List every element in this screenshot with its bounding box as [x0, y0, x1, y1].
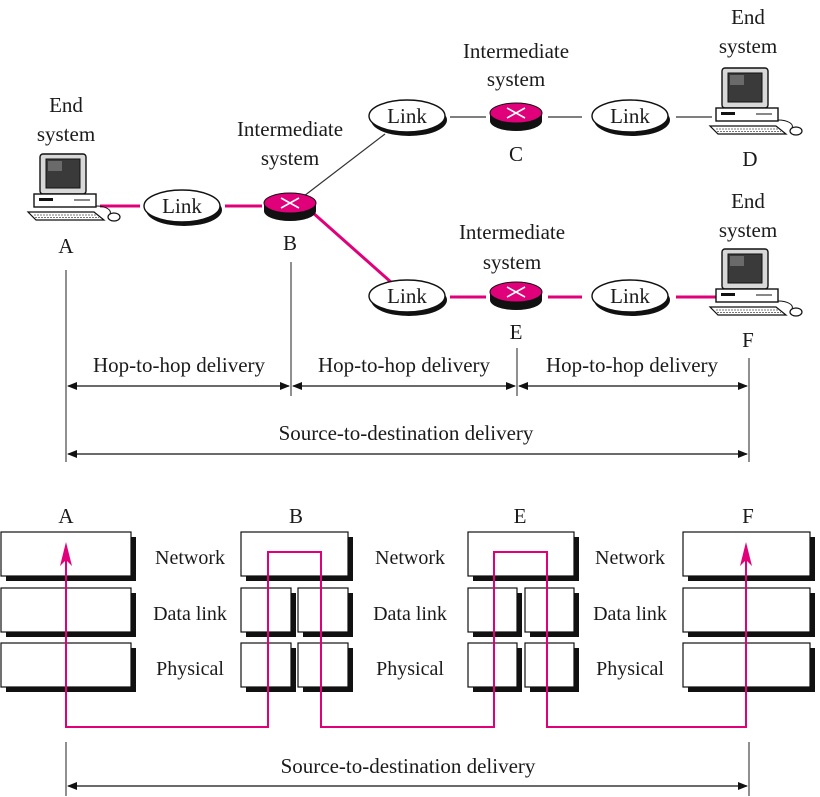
layer-label-network: Network	[155, 547, 225, 569]
layer-node-e: E	[514, 504, 527, 528]
end-system-label: system	[37, 122, 95, 146]
layer-label-data-link: Data link	[373, 603, 447, 625]
router-icon	[263, 192, 317, 222]
layer-node-b: B	[289, 504, 303, 528]
intermediate-system-label: system	[487, 67, 545, 91]
layer-label-network: Network	[595, 547, 665, 569]
path-arrow-up-f	[740, 542, 752, 566]
layer-node-a: A	[58, 504, 74, 528]
link-label: Link	[610, 104, 650, 128]
data-path	[65, 551, 747, 728]
layer-label-physical: Physical	[156, 658, 224, 680]
node-label-d: D	[742, 147, 757, 171]
link-line-b-e	[311, 210, 393, 285]
end-system-label: End	[731, 189, 765, 213]
link-label: Link	[162, 194, 202, 218]
layer-label-data-link: Data link	[153, 603, 227, 625]
router-icon	[489, 281, 543, 311]
intermediate-system-label: Intermediate	[463, 39, 569, 63]
link-label: Link	[387, 104, 427, 128]
hop-label-1: Hop-to-hop delivery	[93, 353, 266, 377]
node-label-c: C	[509, 142, 523, 166]
link-label: Link	[610, 284, 650, 308]
layer-label-data-link: Data link	[593, 603, 667, 625]
source-to-destination-label: Source-to-destination delivery	[281, 754, 536, 778]
node-label-a: A	[58, 234, 74, 258]
stack-b	[240, 531, 353, 692]
router-icon	[489, 102, 543, 132]
node-label-f: F	[742, 328, 754, 352]
node-label-b: B	[283, 231, 297, 255]
intermediate-system-label: system	[483, 250, 541, 274]
intermediate-system-label: system	[261, 146, 319, 170]
computer-icon	[709, 67, 803, 136]
layer-label-physical: Physical	[376, 658, 444, 680]
end-system-label: End	[49, 93, 83, 117]
intermediate-system-label: Intermediate	[237, 117, 343, 141]
hop-label-3: Hop-to-hop delivery	[546, 353, 719, 377]
link-line-b-c	[303, 133, 386, 197]
layer-label-network: Network	[375, 547, 445, 569]
layer-label-physical: Physical	[596, 658, 664, 680]
layer-node-f: F	[742, 504, 754, 528]
stack-e	[467, 531, 579, 692]
end-system-label: End	[731, 5, 765, 29]
hop-label-2: Hop-to-hop delivery	[318, 353, 491, 377]
intermediate-system-label: Intermediate	[459, 220, 565, 244]
end-system-label: system	[719, 218, 777, 242]
path-arrow-up-a	[60, 542, 72, 566]
source-to-destination-label: Source-to-destination delivery	[279, 421, 534, 445]
computer-icon	[27, 153, 121, 222]
node-label-e: E	[510, 320, 523, 344]
end-system-label: system	[719, 34, 777, 58]
link-label: Link	[387, 284, 427, 308]
computer-icon	[709, 248, 803, 317]
